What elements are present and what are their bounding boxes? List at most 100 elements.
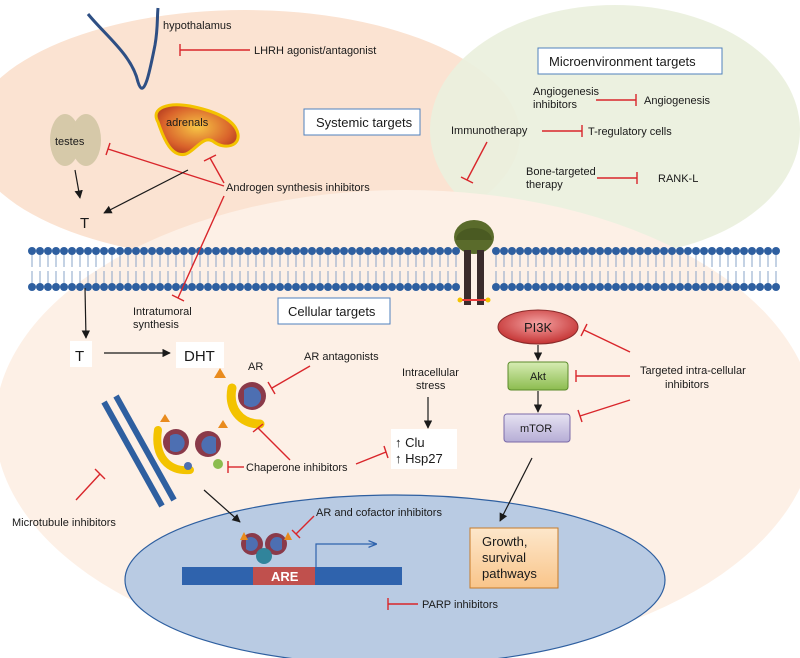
- lipid-head: [716, 247, 724, 255]
- adrenals-to-t-arrow: [103, 169, 189, 214]
- lipid-head: [556, 283, 564, 291]
- lipid-head: [764, 283, 772, 291]
- lipid-head: [348, 247, 356, 255]
- clu-hsp27-box: [391, 429, 457, 469]
- lipid-head: [84, 247, 92, 255]
- lipid-head: [772, 283, 780, 291]
- lipid-head: [204, 283, 212, 291]
- intratumoral-label-1: Intratumoral: [133, 306, 192, 318]
- pi3k-node: [497, 309, 579, 345]
- lipid-head: [708, 283, 716, 291]
- lipid-head: [700, 283, 708, 291]
- lipid-head: [548, 247, 556, 255]
- lipid-head: [524, 247, 532, 255]
- lipid-head: [236, 283, 244, 291]
- growth-label-1: Growth,: [482, 534, 528, 549]
- lipid-head: [140, 283, 148, 291]
- ar-cofactor-inhibitor-line: [295, 515, 315, 535]
- lipid-head: [108, 283, 116, 291]
- microtubule-inhibitor-line: [75, 473, 101, 501]
- adrenals-label: adrenals: [166, 117, 209, 129]
- targeted-inhibitors-label-1: Targeted intra-cellular: [640, 365, 746, 377]
- lipid-head: [132, 283, 140, 291]
- bone-targeted-label-2: therapy: [526, 179, 563, 191]
- hypothalamus-icon: [86, 7, 160, 90]
- systemic-targets-box: [303, 108, 421, 136]
- lipid-head: [300, 283, 308, 291]
- microtubule-inhibitors-label: Microtubule inhibitors: [12, 517, 116, 529]
- lipid-head: [316, 247, 324, 255]
- lipid-head: [668, 283, 676, 291]
- chaperone-to-clu-line: [355, 451, 387, 465]
- pi3k-label: PI3K: [524, 320, 553, 335]
- lipid-head: [452, 283, 460, 291]
- lipid-head: [324, 247, 332, 255]
- ar-antagonists-label: AR antagonists: [304, 351, 379, 363]
- akt-label: Akt: [530, 371, 546, 383]
- lipid-head: [308, 247, 316, 255]
- chaperone-to-ar-bar: [252, 423, 264, 433]
- parp-label: PARP inhibitors: [422, 599, 499, 611]
- growth-label-3: pathways: [482, 566, 537, 581]
- lipid-head: [492, 247, 500, 255]
- lipid-head: [580, 283, 588, 291]
- targeted-to-mtor-bar: [577, 409, 583, 423]
- t-bottom-box: [70, 341, 92, 367]
- rankl-label: RANK-L: [658, 173, 698, 185]
- lipid-head: [572, 283, 580, 291]
- lipid-head: [588, 283, 596, 291]
- lipid-head: [332, 283, 340, 291]
- lipid-head: [732, 283, 740, 291]
- lipid-head: [740, 247, 748, 255]
- lhrh-label: LHRH agonist/antagonist: [254, 45, 376, 57]
- transcription-arrow: [315, 544, 376, 567]
- lipid-head: [340, 283, 348, 291]
- lipid-head: [516, 283, 524, 291]
- lipid-head: [84, 283, 92, 291]
- angiogenesis-inhibitors-label-2: inhibitors: [533, 99, 578, 111]
- lipid-head: [636, 247, 644, 255]
- lipid-head: [188, 283, 196, 291]
- microenvironment-targets-box: [537, 47, 723, 75]
- lipid-head: [516, 247, 524, 255]
- lipid-head: [316, 283, 324, 291]
- hypothalamus-label: hypothalamus: [163, 20, 232, 32]
- lipid-head: [348, 283, 356, 291]
- lipid-head: [284, 283, 292, 291]
- androgen-to-testes-line: [107, 148, 225, 187]
- lipid-head: [364, 283, 372, 291]
- lipid-head: [532, 247, 540, 255]
- mtor-to-growth-arrow: [499, 457, 533, 522]
- ar-cofactor-inhibitor-bar: [291, 529, 301, 539]
- angiogenesis-label: Angiogenesis: [644, 95, 711, 107]
- lipid-head: [268, 283, 276, 291]
- lipid-head: [612, 283, 620, 291]
- lipid-head: [500, 247, 508, 255]
- ar-antagonists-inhibitor-line: [271, 365, 311, 389]
- dht-box: [176, 342, 224, 368]
- dht-label: DHT: [184, 348, 215, 365]
- intratumoral-label-2: synthesis: [133, 319, 179, 331]
- lipid-head: [204, 247, 212, 255]
- lipid-head: [420, 283, 428, 291]
- lipid-head: [724, 247, 732, 255]
- lipid-head: [396, 247, 404, 255]
- immuno-to-cell-bar: [460, 176, 474, 184]
- lipid-head: [684, 247, 692, 255]
- lipid-head: [372, 283, 380, 291]
- cell-membrane: [28, 247, 780, 291]
- cellular-targets-box: [277, 297, 391, 325]
- complex-to-nucleus-arrow: [203, 489, 241, 523]
- lipid-head: [244, 247, 252, 255]
- lipid-head: [436, 283, 444, 291]
- lipid-head: [52, 247, 60, 255]
- lipid-head: [660, 247, 668, 255]
- lipid-head: [620, 283, 628, 291]
- lipid-head: [684, 283, 692, 291]
- lipid-head: [324, 283, 332, 291]
- lipid-head: [148, 283, 156, 291]
- lipid-head: [28, 247, 36, 255]
- lipid-head: [292, 247, 300, 255]
- lipid-head: [76, 247, 84, 255]
- lipid-head: [172, 283, 180, 291]
